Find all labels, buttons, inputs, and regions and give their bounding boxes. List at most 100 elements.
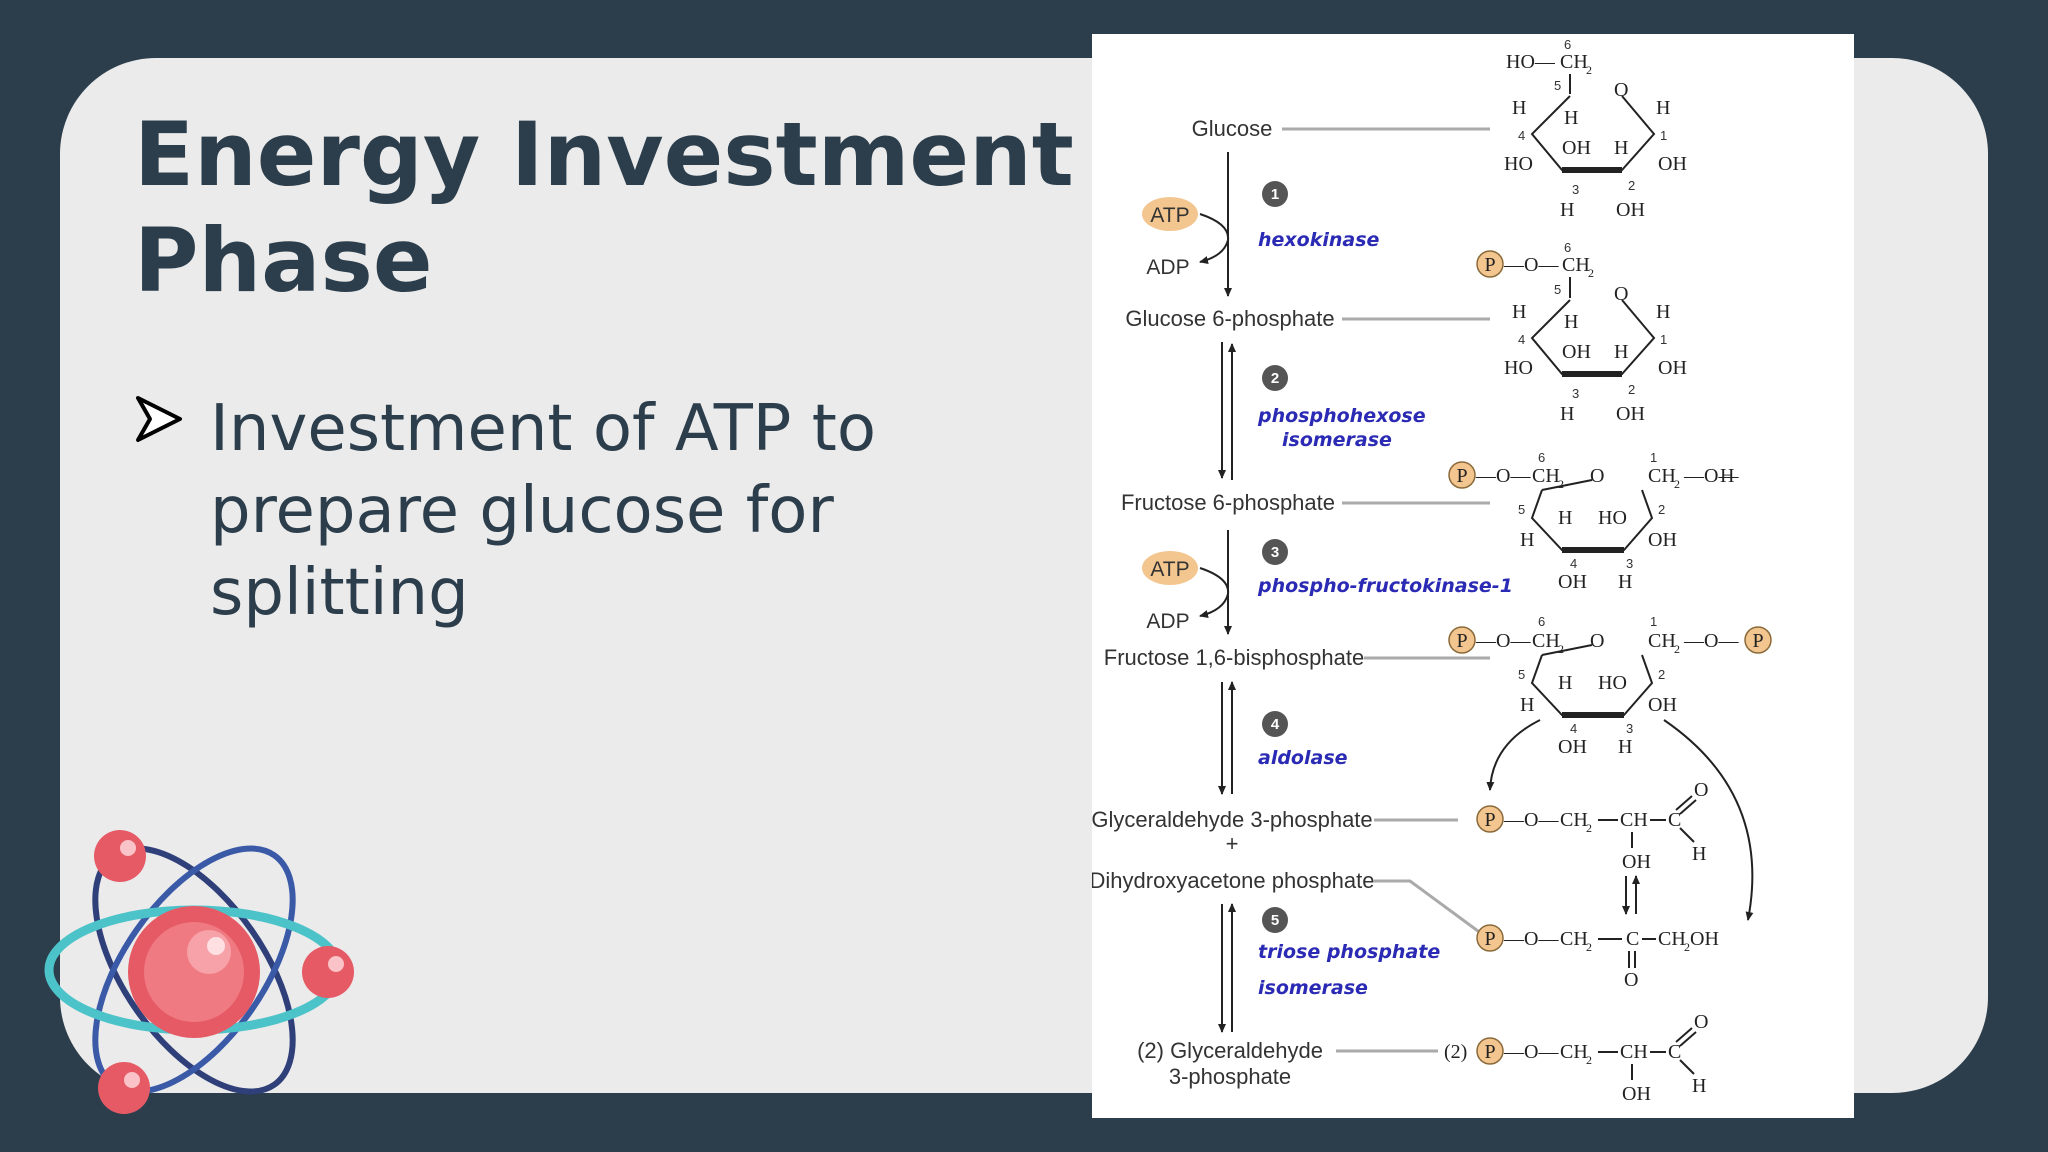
svg-text:H: H (1692, 843, 1706, 865)
svg-text:H: H (1656, 97, 1670, 119)
svg-text:3: 3 (1626, 556, 1633, 571)
svg-text:6: 6 (1564, 37, 1571, 52)
svg-text:2: 2 (1558, 642, 1564, 656)
svg-text:ATP: ATP (1150, 558, 1189, 581)
enzyme-aldolase: aldolase (1258, 747, 1348, 769)
svg-text:1: 1 (1271, 186, 1279, 203)
svg-text:2: 2 (1674, 642, 1680, 656)
metabolite-fructose-1-6-bisphosphate: Fructose 1,6-bisphosphate (1104, 645, 1365, 670)
svg-text:2: 2 (1588, 266, 1594, 280)
svg-text:3: 3 (1271, 544, 1279, 561)
svg-text:H: H (1512, 301, 1526, 323)
svg-text:2: 2 (1658, 667, 1665, 682)
svg-text:2: 2 (1628, 382, 1635, 397)
svg-text:C: C (1668, 809, 1681, 831)
svg-text:CH: CH (1560, 1041, 1588, 1063)
svg-text:H: H (1564, 311, 1578, 333)
two-glyceraldehyde-3-phosphate-structure: (2) P —O— CH2 CH C O H OH (1444, 1011, 1708, 1105)
svg-text:OH: OH (1562, 137, 1591, 159)
svg-text:2: 2 (1586, 1053, 1592, 1067)
svg-text:2: 2 (1586, 940, 1592, 954)
svg-text:5: 5 (1518, 667, 1525, 682)
svg-text:3: 3 (1572, 182, 1579, 197)
svg-text:4: 4 (1271, 716, 1280, 733)
svg-text:H: H (1656, 301, 1670, 323)
svg-text:ATP: ATP (1150, 204, 1189, 227)
svg-text:—O—: —O— (1503, 1041, 1559, 1063)
metabolite-fructose-6-phosphate: Fructose 6-phosphate (1121, 490, 1335, 515)
svg-text:5: 5 (1518, 502, 1525, 517)
svg-text:H: H (1558, 507, 1572, 529)
svg-text:OH: OH (1622, 851, 1651, 873)
glucose-structure: 6 HO— CH2 5 O H H 4 HO OH H H 1 OH 3 2 H… (1504, 37, 1687, 221)
svg-text:2: 2 (1558, 477, 1564, 491)
enzyme-triose-phosphate: triose phosphate (1258, 941, 1440, 963)
svg-text:OH: OH (1622, 1083, 1651, 1105)
svg-text:P: P (1484, 254, 1495, 276)
svg-text:4: 4 (1518, 332, 1525, 347)
glucose-6-phosphate-structure: 6 P —O— CH2 5 O H H 4 HO OH H H 1 OH 3 2… (1476, 240, 1687, 425)
svg-text:P: P (1484, 1041, 1495, 1063)
svg-text:H: H (1520, 529, 1534, 551)
metabolite-glucose: Glucose (1192, 116, 1273, 141)
svg-text:H: H (1720, 465, 1734, 487)
svg-text:HO: HO (1598, 507, 1627, 529)
svg-text:H: H (1512, 97, 1526, 119)
svg-text:OH: OH (1658, 357, 1687, 379)
svg-text:HO: HO (1504, 357, 1533, 379)
atp-badge-2: ATP (1142, 551, 1198, 585)
enzyme-isomerase-2: isomerase (1282, 429, 1392, 451)
svg-text:6: 6 (1538, 614, 1545, 629)
svg-text:O: O (1624, 969, 1638, 991)
bullet-text: Investment of ATP to prepare glucose for… (210, 392, 876, 630)
svg-text:5: 5 (1554, 282, 1561, 297)
svg-text:3: 3 (1626, 721, 1633, 736)
svg-text:CH: CH (1620, 809, 1648, 831)
svg-text:P: P (1456, 465, 1467, 487)
svg-text:6: 6 (1564, 240, 1571, 255)
svg-text:2: 2 (1586, 63, 1592, 77)
svg-text:5: 5 (1271, 912, 1279, 929)
svg-text:P: P (1484, 809, 1495, 831)
svg-text:H: H (1614, 341, 1628, 363)
svg-text:1: 1 (1660, 128, 1667, 143)
svg-text:C: C (1626, 928, 1639, 950)
svg-text:1: 1 (1660, 332, 1667, 347)
svg-text:—O—: —O— (1475, 630, 1531, 652)
svg-text:2: 2 (1684, 940, 1690, 954)
dihydroxyacetone-phosphate-structure: P —O— CH2 C CH OH 2 O (1476, 924, 1719, 991)
svg-text:2: 2 (1271, 370, 1279, 387)
svg-text:1: 1 (1650, 614, 1657, 629)
svg-text:P: P (1752, 630, 1763, 652)
svg-text:CH: CH (1560, 928, 1588, 950)
svg-text:OH: OH (1658, 153, 1687, 175)
svg-text:OH: OH (1562, 341, 1591, 363)
svg-text:4: 4 (1570, 721, 1577, 736)
svg-text:2: 2 (1658, 502, 1665, 517)
svg-text:P: P (1456, 630, 1467, 652)
svg-text:(2): (2) (1444, 1041, 1467, 1063)
adp-label-1: ADP (1146, 256, 1189, 279)
metabolite-dihydroxyacetone-phosphate: Dihydroxyacetone phosphate (1092, 868, 1374, 893)
svg-text:—O—: —O— (1503, 928, 1559, 950)
glyceraldehyde-3-phosphate-structure: P —O— CH2 CH C O H OH (1476, 779, 1708, 873)
svg-text:3: 3 (1572, 386, 1579, 401)
svg-text:CH: CH (1658, 928, 1686, 950)
step-2: 2 phosphohexose isomerase (1257, 365, 1426, 451)
step-4: 4 aldolase (1258, 711, 1348, 769)
svg-text:H: H (1558, 672, 1572, 694)
svg-text:CH: CH (1532, 465, 1560, 487)
svg-text:—O—: —O— (1683, 630, 1739, 652)
svg-text:H: H (1564, 107, 1578, 129)
svg-text:O: O (1590, 630, 1604, 652)
svg-text:2: 2 (1674, 477, 1680, 491)
svg-text:HO: HO (1598, 672, 1627, 694)
enzyme-hexokinase: hexokinase (1258, 229, 1380, 251)
svg-text:—O—: —O— (1503, 809, 1559, 831)
svg-text:6: 6 (1538, 450, 1545, 465)
svg-text:HO—: HO— (1506, 51, 1556, 73)
svg-text:H: H (1618, 736, 1632, 758)
svg-text:O: O (1614, 79, 1628, 101)
svg-text:C: C (1668, 1041, 1681, 1063)
svg-text:H: H (1618, 571, 1632, 593)
